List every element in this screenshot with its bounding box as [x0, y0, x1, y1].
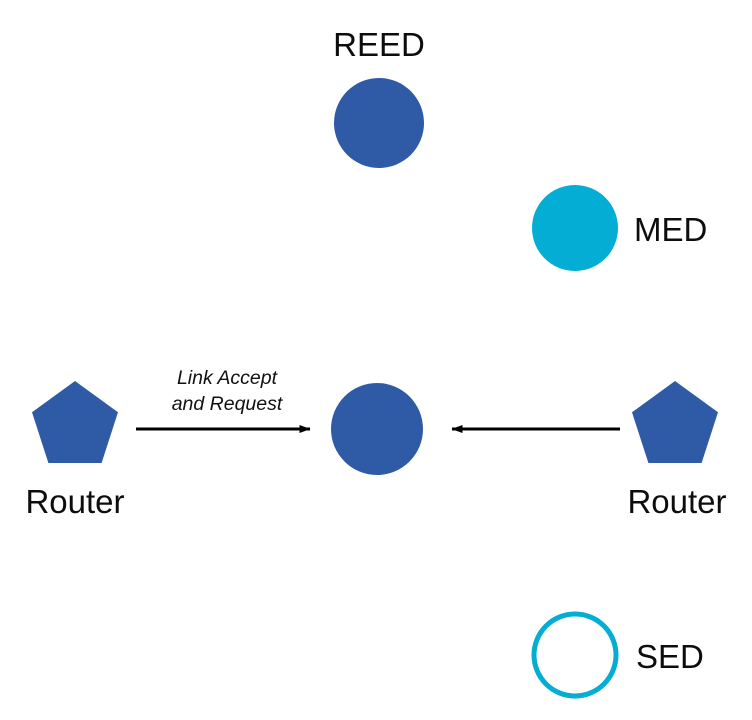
node-router-right[interactable]: Router	[627, 381, 727, 520]
node-med[interactable]: MED	[532, 185, 707, 271]
node-router-left[interactable]: Router	[25, 381, 125, 520]
node-sed-circle-icon[interactable]	[531, 611, 619, 699]
node-sed-label: SED	[636, 638, 704, 675]
node-reed[interactable]: REED	[333, 26, 425, 168]
edge-label-line1: Link Accept	[177, 367, 279, 389]
node-center[interactable]	[331, 383, 423, 475]
node-center-circle-icon[interactable]	[331, 383, 423, 475]
node-reed-circle-icon[interactable]	[334, 78, 424, 168]
node-router-left-label: Router	[25, 483, 124, 520]
node-reed-label: REED	[333, 26, 425, 63]
edge-label-line2: and Request	[172, 393, 284, 415]
node-sed[interactable]: SED	[531, 611, 704, 699]
router-pentagon-icon[interactable]	[631, 381, 718, 463]
node-med-label: MED	[634, 211, 707, 248]
node-med-circle-icon[interactable]	[532, 185, 618, 271]
node-router-right-label: Router	[627, 483, 726, 520]
router-pentagon-icon[interactable]	[31, 381, 119, 463]
edge-link-accept-request: Link Accept and Request	[136, 367, 311, 433]
